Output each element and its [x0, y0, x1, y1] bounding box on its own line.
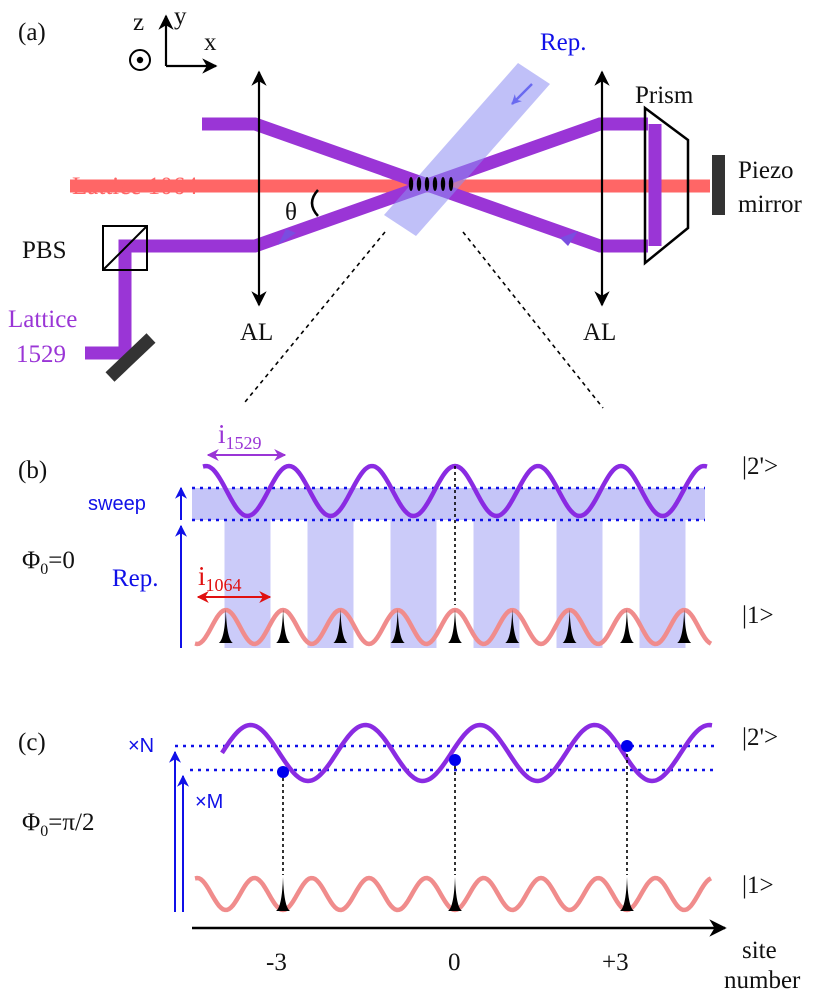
repump-beam — [384, 63, 550, 236]
m-label: ×M — [195, 791, 223, 813]
pbs-diagonal — [102, 225, 148, 271]
addressed-site-guides — [282, 748, 628, 875]
lattice-1064-label: Lattice 1064 — [72, 173, 198, 200]
piezo-label-line2: mirror — [738, 191, 803, 218]
prism-icon — [643, 105, 690, 266]
state-2p-label-b: |2'> — [742, 453, 778, 480]
beam-direction-arrow-in — [278, 229, 296, 245]
repump-level-label: Rep. — [112, 565, 159, 592]
atom-wavefunction — [333, 609, 348, 643]
atom-wavefunction — [390, 609, 405, 643]
atom-wavefunction — [562, 609, 577, 643]
resonance-point-minus3 — [277, 766, 289, 778]
resonance-point-0 — [449, 754, 461, 766]
tick-label-plus3: +3 — [602, 949, 629, 976]
atom-wavefunctions-selected — [276, 877, 634, 911]
piezo-mirror-icon — [712, 155, 725, 215]
z-axis-dot — [136, 56, 144, 64]
axis-x-label: x — [204, 29, 217, 56]
piezo-label-line1: Piezo — [738, 157, 794, 184]
repump-label: Rep. — [540, 29, 587, 56]
axis-z-label: z — [133, 9, 144, 36]
state-1-label-b: |1> — [742, 602, 774, 629]
axis-y-label: y — [174, 3, 187, 30]
panel-a-label: (a) — [18, 19, 46, 46]
panel-a: (a) z y x Rep. — [8, 3, 803, 409]
sweep-label: sweep — [88, 493, 146, 515]
lattice-1529-label-line2: 1529 — [16, 341, 66, 368]
atom-wavefunction-selected — [276, 877, 290, 911]
atom-wavefunction — [448, 609, 462, 643]
lattice-2p-potential-shifted — [220, 722, 713, 784]
panel-b-label: (b) — [18, 457, 47, 484]
state-2p-label-c: |2'> — [742, 724, 778, 751]
sweep-band — [192, 488, 705, 520]
beam-direction-arrow-out — [560, 231, 578, 246]
period-1529-label: i1529 — [218, 419, 262, 453]
theta-label: θ — [285, 199, 297, 226]
period-1064-label: i1064 — [198, 561, 242, 595]
resonance-point-plus3 — [621, 740, 633, 752]
repump-column — [556, 520, 603, 648]
phase-label-b: Φ0=0 — [22, 547, 75, 578]
atom-wavefunction — [619, 609, 634, 643]
pbs-label: PBS — [22, 237, 66, 264]
lattice-1529-label-line1: Lattice — [8, 306, 77, 333]
pbs-cube-icon — [102, 225, 148, 271]
repump-column — [224, 520, 271, 648]
atom-wavefunction — [677, 609, 692, 643]
panel-c: (c) ×N ×M Φ0=π/2 |2'> |1> -3 0 +3 site n… — [18, 722, 801, 994]
tick-label-0: 0 — [448, 949, 461, 976]
phase-label-c: Φ0=π/2 — [22, 809, 94, 840]
atom-wavefunction-selected — [620, 877, 634, 911]
prism-label: Prism — [635, 82, 694, 109]
fold-mirror-icon — [105, 333, 156, 382]
z-axis-out-of-page-icon — [129, 49, 151, 71]
repump-columns — [224, 520, 686, 648]
lens-right-label: AL — [583, 319, 616, 346]
n-label: ×N — [128, 735, 154, 757]
repump-column — [639, 520, 686, 648]
atom-wavefunction — [276, 609, 291, 643]
panel-b: (b) i1529 i1064 sweep Rep. Φ0=0 |2'> |1> — [18, 419, 778, 648]
axis-label-number: number — [724, 967, 801, 994]
atom-wavefunction — [218, 609, 233, 643]
atom-wavefunction — [505, 609, 520, 643]
atom-wavefunctions — [218, 609, 692, 643]
repump-column — [307, 520, 354, 648]
axis-label-site: site — [742, 937, 777, 964]
atom-wavefunction-selected — [448, 877, 462, 911]
lattice-1-potential — [194, 607, 713, 647]
zoom-line-right — [462, 231, 604, 409]
coordinate-axes: z y x — [129, 3, 218, 74]
theta-angle-arc — [310, 189, 319, 217]
tick-label-minus3: -3 — [266, 949, 287, 976]
zoom-line-left — [244, 231, 386, 403]
repump-direction-arrow — [511, 83, 533, 105]
lens-left-label: AL — [240, 319, 273, 346]
interference-fringes — [408, 177, 454, 191]
panel-c-label: (c) — [18, 729, 46, 756]
state-1-label-c: |1> — [742, 872, 774, 899]
